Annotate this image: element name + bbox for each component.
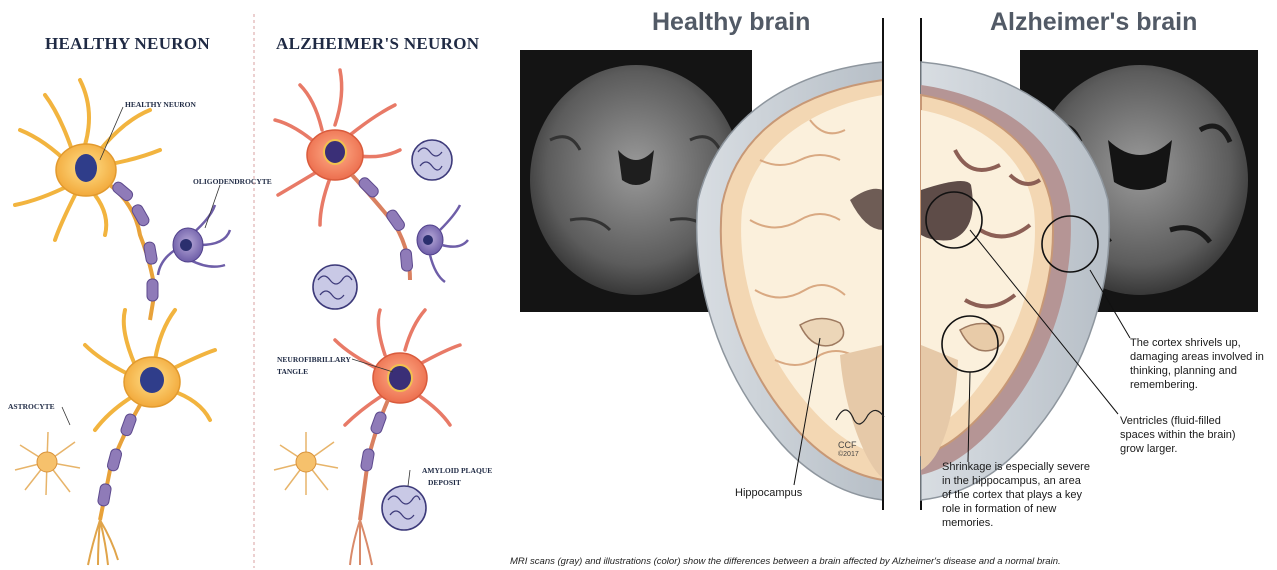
alz-axon-terminals bbox=[350, 520, 372, 565]
astrocyte-soma bbox=[37, 452, 57, 472]
annotation-shrinkage-line: role in formation of new bbox=[942, 502, 1090, 516]
annotation-shrinkage-line: Shrinkage is especially severe bbox=[942, 460, 1090, 474]
annotation-ventricles-line: spaces within the brain) bbox=[1120, 428, 1236, 442]
healthy-nucleus-lower bbox=[140, 367, 164, 393]
annotation-ventricles-line: Ventricles (fluid-filled bbox=[1120, 414, 1236, 428]
healthy-brain-title: Healthy brain bbox=[652, 8, 810, 37]
label-healthy-neuron: HEALTHY NEURON bbox=[125, 100, 196, 109]
annotation-cortex-line: The cortex shrivels up, bbox=[1130, 336, 1264, 350]
brain-illustration bbox=[510, 0, 1277, 570]
signature-ccf: CCF bbox=[838, 440, 859, 450]
annotation-shrinkage-line: of the cortex that plays a key bbox=[942, 488, 1090, 502]
healthy-axon-terminals bbox=[88, 520, 118, 565]
annotation-cortex-line: remembering. bbox=[1130, 378, 1264, 392]
label-amyloid-line2: DEPOSIT bbox=[428, 478, 461, 487]
neuron-comparison-panel: HEALTHY NEURON ALZHEIMER'S NEURON HEALTH… bbox=[0, 0, 510, 570]
annotation-cortex-line: damaging areas involved in bbox=[1130, 350, 1264, 364]
label-amyloid-line1: AMYLOID PLAQUE bbox=[422, 466, 492, 475]
annotation-hippocampus: Hippocampus bbox=[735, 486, 802, 500]
alz-myelin-upper bbox=[357, 176, 413, 272]
signature-text: CCF ©2017 bbox=[838, 440, 859, 460]
label-neurofibrillary-line1: NEUROFIBRILLARY bbox=[277, 355, 351, 364]
healthy-neuron-title: HEALTHY NEURON bbox=[45, 34, 210, 54]
alz-nucleus-lower bbox=[388, 365, 412, 391]
annotation-ventricles-line: grow larger. bbox=[1120, 442, 1236, 456]
brain-comparison-panel: Healthy brain Alzheimer's brain The cort… bbox=[510, 0, 1277, 570]
signature-year: ©2017 bbox=[838, 450, 859, 460]
label-astrocyte: ASTROCYTE bbox=[8, 402, 55, 411]
annotation-cortex-line: thinking, planning and bbox=[1130, 364, 1264, 378]
annotation-cortex: The cortex shrivels up, damaging areas i… bbox=[1130, 336, 1264, 392]
alzheimers-brain-title: Alzheimer's brain bbox=[990, 8, 1197, 37]
label-oligodendrocyte: OLIGODENDROCYTE bbox=[193, 177, 272, 186]
alzheimers-neuron-title: ALZHEIMER'S NEURON bbox=[276, 34, 479, 54]
annotation-ventricles: Ventricles (fluid-filled spaces within t… bbox=[1120, 414, 1236, 456]
annotation-shrinkage: Shrinkage is especially severe in the hi… bbox=[942, 460, 1090, 530]
figure-caption: MRI scans (gray) and illustrations (colo… bbox=[510, 556, 1277, 567]
annotation-shrinkage-line: memories. bbox=[942, 516, 1090, 530]
label-neurofibrillary-line2: TANGLE bbox=[277, 367, 308, 376]
alz-nucleus-upper bbox=[324, 140, 346, 164]
healthy-nucleus-upper bbox=[75, 154, 97, 182]
annotation-shrinkage-line: in the hippocampus, an area bbox=[942, 474, 1090, 488]
alz-astrocyte-soma bbox=[296, 452, 316, 472]
healthy-myelin-upper bbox=[111, 180, 158, 301]
healthy-myelin-lower bbox=[97, 413, 137, 507]
alz-oligodendrocyte-nucleus bbox=[423, 235, 433, 245]
oligodendrocyte-nucleus bbox=[180, 239, 192, 251]
